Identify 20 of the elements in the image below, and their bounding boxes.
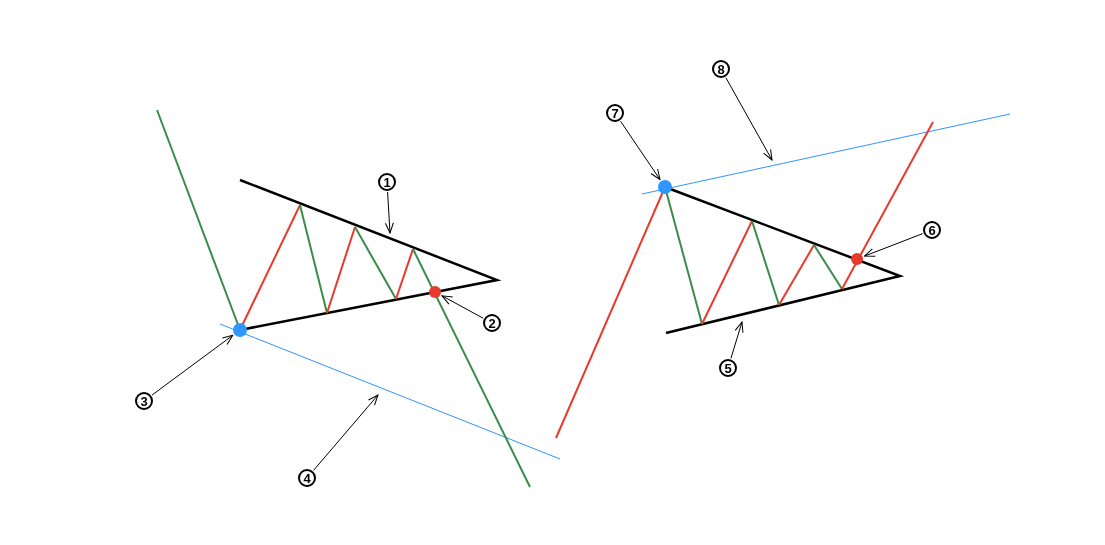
leader-line <box>730 321 744 359</box>
point-marker <box>429 286 441 298</box>
callout-number: 8 <box>712 60 730 78</box>
leader-line <box>620 120 661 181</box>
leader-line <box>725 77 773 161</box>
point-marker <box>233 323 247 337</box>
leader-line <box>863 233 924 257</box>
leader-line <box>441 295 484 319</box>
point-marker <box>658 180 672 194</box>
leader-line <box>384 191 394 234</box>
callout-number: 7 <box>606 104 624 122</box>
callout-number: 4 <box>298 469 316 487</box>
callout-number: 3 <box>135 392 153 410</box>
callout-number: 6 <box>923 221 941 239</box>
leader-line <box>151 334 234 396</box>
callout-number: 2 <box>483 314 501 332</box>
callout-number: 1 <box>378 173 396 191</box>
point-marker <box>851 253 863 265</box>
callout-number: 5 <box>719 359 737 377</box>
leader-line <box>313 394 379 471</box>
